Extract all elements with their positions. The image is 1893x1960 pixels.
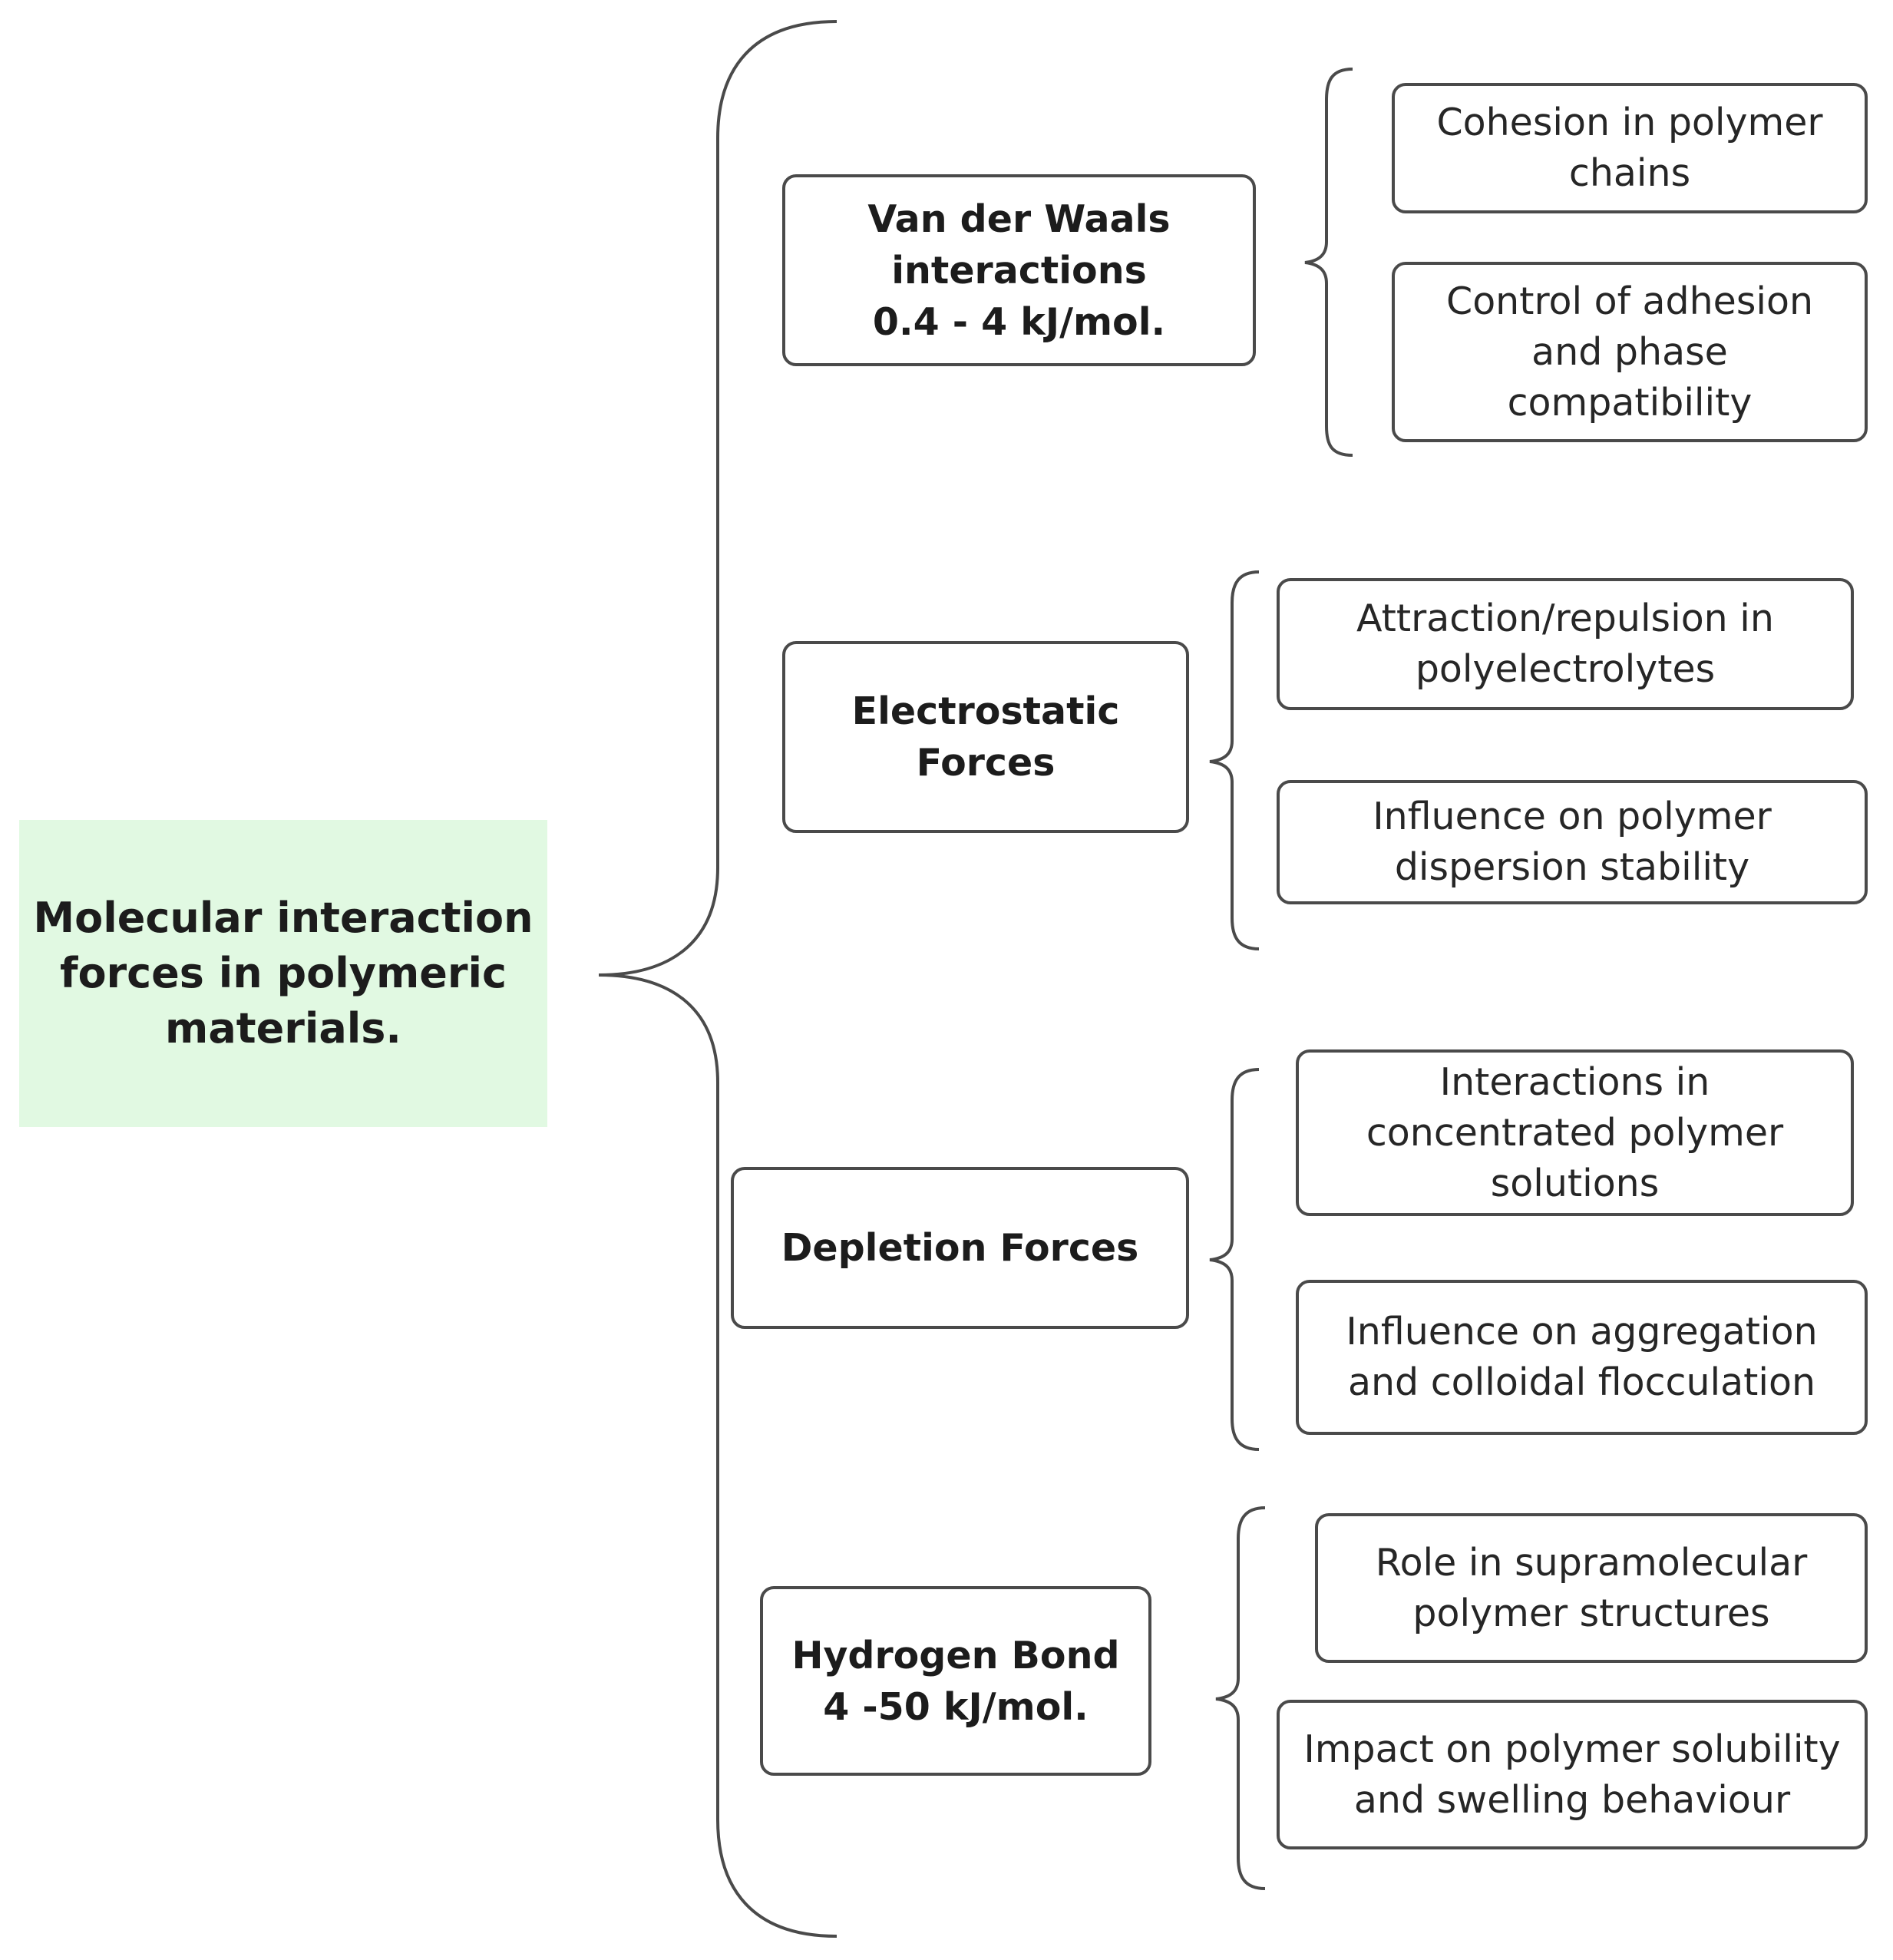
bracket-depletion xyxy=(1209,1068,1260,1451)
bracket-van-der-waals xyxy=(1304,68,1353,457)
main-bracket xyxy=(598,20,837,1938)
effect-cohesion: Cohesion in polymer chains xyxy=(1392,83,1868,213)
effect-supramolecular: Role in supramolecular polymer structure… xyxy=(1315,1513,1868,1663)
effect-aggregation-flocculation: Influence on aggregation and colloidal f… xyxy=(1296,1280,1868,1435)
bracket-electrostatic xyxy=(1209,570,1260,950)
root-concept: Molecular interaction forces in polymeri… xyxy=(19,820,547,1127)
bracket-hydrogen-bond xyxy=(1215,1506,1266,1890)
effect-solubility-swelling: Impact on polymer solubility and swellin… xyxy=(1277,1700,1868,1849)
category-van-der-waals: Van der Waals interactions 0.4 - 4 kJ/mo… xyxy=(782,174,1256,366)
effect-adhesion-control: Control of adhesion and phase compatibil… xyxy=(1392,262,1868,442)
category-depletion: Depletion Forces xyxy=(731,1167,1189,1329)
effect-dispersion-stability: Influence on polymer dispersion stabilit… xyxy=(1277,780,1868,904)
effect-concentrated-solutions: Interactions in concentrated polymer sol… xyxy=(1296,1049,1854,1216)
category-hydrogen-bond: Hydrogen Bond 4 -50 kJ/mol. xyxy=(760,1586,1151,1776)
effect-polyelectrolytes: Attraction/repulsion in polyelectrolytes xyxy=(1277,578,1854,710)
category-electrostatic: Electrostatic Forces xyxy=(782,641,1189,833)
